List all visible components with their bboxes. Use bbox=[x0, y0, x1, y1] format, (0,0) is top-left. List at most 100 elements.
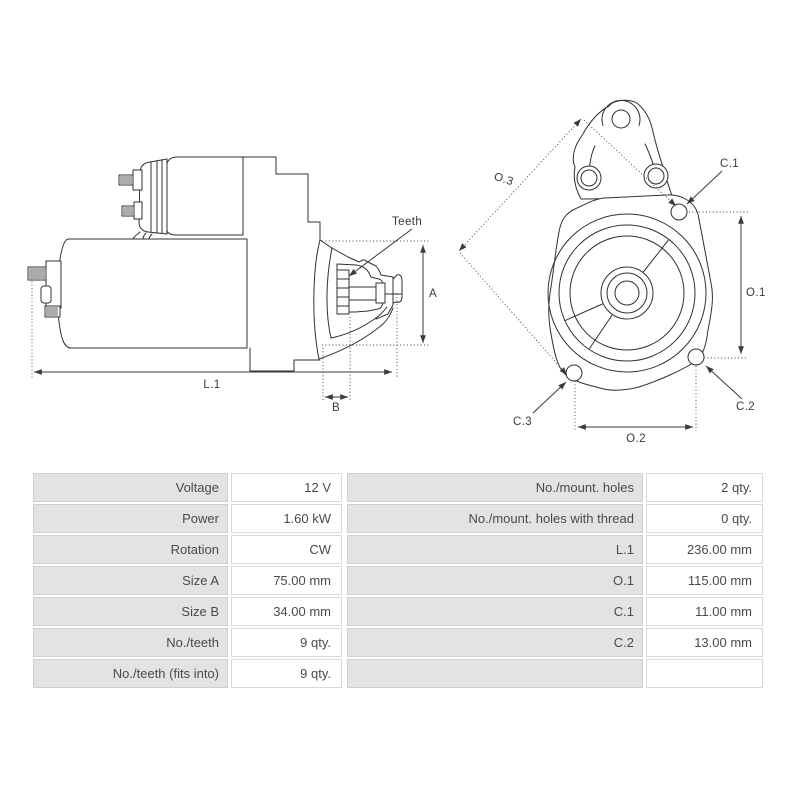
bell-rim bbox=[313, 239, 333, 360]
shaft-hole bbox=[614, 280, 640, 306]
mount-hole-top-right bbox=[670, 203, 688, 221]
dim-o3-label: O.3 bbox=[492, 171, 514, 189]
drive-housing-lower bbox=[318, 304, 394, 360]
left-stud bbox=[27, 266, 47, 281]
terminal-stud-upper-threads bbox=[120, 176, 132, 184]
dim-c3-label: C.3 bbox=[513, 416, 532, 428]
web-spokes bbox=[564, 239, 669, 349]
housing-bottom-bracket bbox=[249, 347, 321, 372]
top-pivot-hole bbox=[611, 109, 631, 129]
top-boss-arc bbox=[601, 99, 641, 126]
lower-stub bbox=[44, 305, 61, 318]
spec-value-cell: 9 qty. bbox=[231, 659, 342, 688]
spec-table-left: Voltage 12 V Power 1.60 kW Rotation CW S… bbox=[33, 473, 342, 690]
left-stud-threads bbox=[29, 268, 45, 279]
spec-value-cell: 0 qty. bbox=[646, 504, 763, 533]
table-row: No./teeth (fits into) 9 qty. bbox=[33, 659, 342, 688]
mount-hole-bottom-left bbox=[565, 364, 583, 382]
terminal-nut-lower bbox=[133, 201, 143, 220]
pinion-teeth-lines bbox=[336, 278, 350, 307]
right-ear-hole bbox=[647, 167, 665, 185]
table-row: C.1 11.00 mm bbox=[347, 597, 763, 626]
spec-label-cell: Rotation bbox=[33, 535, 228, 564]
spec-value-cell: 13.00 mm bbox=[646, 628, 763, 657]
table-row: L.1 236.00 mm bbox=[347, 535, 763, 564]
dim-a-extension-lines bbox=[322, 240, 429, 346]
shaft-end-cap bbox=[375, 282, 386, 304]
housing-top-step bbox=[242, 156, 321, 241]
spec-label-cell: O.1 bbox=[347, 566, 643, 595]
spec-value-cell: 34.00 mm bbox=[231, 597, 342, 626]
spec-label-cell: No./mount. holes bbox=[347, 473, 643, 502]
dim-o1-extension-lines bbox=[689, 211, 748, 359]
terminal-stud-lower-threads bbox=[123, 207, 133, 215]
dim-o3-extension-top bbox=[583, 119, 677, 207]
solenoid-body bbox=[164, 156, 244, 236]
table-row: Voltage 12 V bbox=[33, 473, 342, 502]
pinion-shaft bbox=[348, 286, 377, 301]
spec-label-cell: Voltage bbox=[33, 473, 228, 502]
table-row: Power 1.60 kW bbox=[33, 504, 342, 533]
spec-value-cell: 11.00 mm bbox=[646, 597, 763, 626]
dim-b-extension-lines bbox=[322, 317, 351, 402]
left-tab bbox=[40, 285, 52, 304]
table-row: Rotation CW bbox=[33, 535, 342, 564]
spec-value-cell: 236.00 mm bbox=[646, 535, 763, 564]
table-row: Size B 34.00 mm bbox=[33, 597, 342, 626]
spec-value-cell: CW bbox=[231, 535, 342, 564]
spec-label-cell: Size B bbox=[33, 597, 228, 626]
teeth-leader-line bbox=[348, 228, 413, 277]
spec-value-cell: 115.00 mm bbox=[646, 566, 763, 595]
dim-l1-label: L.1 bbox=[203, 379, 220, 391]
spec-value-cell: 1.60 kW bbox=[231, 504, 342, 533]
starter-front-view-drawing: O.3 C.1 O.1 C.2 C.3 O.2 bbox=[458, 99, 766, 445]
starter-side-view-drawing: A L.1 B Teeth bbox=[27, 156, 437, 414]
table-row: No./teeth 9 qty. bbox=[33, 628, 342, 657]
dim-a-label: A bbox=[429, 288, 437, 300]
table-row: No./mount. holes with thread 0 qty. bbox=[347, 504, 763, 533]
spec-label-cell: No./mount. holes with thread bbox=[347, 504, 643, 533]
spec-label-cell bbox=[347, 659, 643, 688]
spec-tables: Voltage 12 V Power 1.60 kW Rotation CW S… bbox=[33, 473, 763, 690]
spec-value-cell: 75.00 mm bbox=[231, 566, 342, 595]
spec-label-cell: No./teeth bbox=[33, 628, 228, 657]
bell-opening-circle bbox=[558, 224, 696, 362]
motor-body bbox=[57, 238, 248, 349]
technical-drawing: A L.1 B Teeth bbox=[27, 99, 766, 445]
spec-value-cell bbox=[646, 659, 763, 688]
table-row: Size A 75.00 mm bbox=[33, 566, 342, 595]
dim-c2-label: C.2 bbox=[736, 401, 755, 413]
dim-o2-label: O.2 bbox=[626, 433, 646, 445]
dim-b-label: B bbox=[332, 402, 340, 414]
spec-value-cell: 2 qty. bbox=[646, 473, 763, 502]
table-row bbox=[347, 659, 763, 688]
spec-table-right: No./mount. holes 2 qty. No./mount. holes… bbox=[347, 473, 763, 690]
lower-stub-threads bbox=[46, 307, 58, 316]
spec-label-cell: L.1 bbox=[347, 535, 643, 564]
spec-value-cell: 9 qty. bbox=[231, 628, 342, 657]
dim-l1-extension-lines bbox=[31, 271, 398, 378]
solenoid-bracket bbox=[132, 231, 153, 240]
dim-o1-label: O.1 bbox=[746, 287, 766, 299]
spec-label-cell: C.2 bbox=[347, 628, 643, 657]
terminal-stud-upper bbox=[118, 174, 134, 186]
dim-c1-label: C.1 bbox=[720, 158, 739, 170]
solenoid-end-cap bbox=[138, 158, 168, 235]
table-row: C.2 13.00 mm bbox=[347, 628, 763, 657]
drive-housing-top bbox=[331, 247, 394, 278]
dim-o2-extension-lines bbox=[574, 366, 697, 431]
dim-c3-leader bbox=[532, 381, 567, 414]
spec-label-cell: Power bbox=[33, 504, 228, 533]
spec-label-cell: No./teeth (fits into) bbox=[33, 659, 228, 688]
table-row: No./mount. holes 2 qty. bbox=[347, 473, 763, 502]
spec-value-cell: 12 V bbox=[231, 473, 342, 502]
spec-label-cell: C.1 bbox=[347, 597, 643, 626]
dim-c2-leader bbox=[705, 365, 743, 400]
teeth-label: Teeth bbox=[392, 216, 422, 228]
mount-hole-bottom-right bbox=[687, 348, 705, 366]
pinion-gear bbox=[336, 269, 350, 315]
table-row: O.1 115.00 mm bbox=[347, 566, 763, 595]
spec-label-cell: Size A bbox=[33, 566, 228, 595]
inner-ring-circle bbox=[569, 235, 685, 351]
